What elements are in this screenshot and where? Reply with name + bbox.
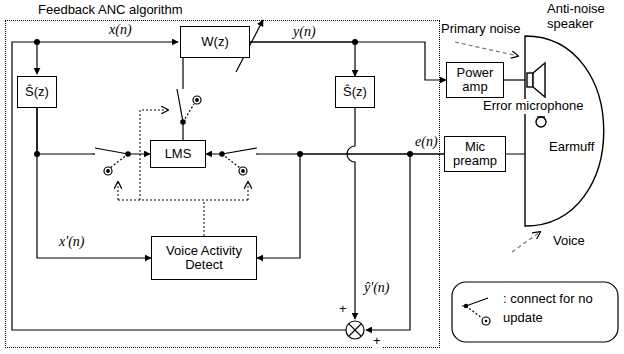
- signal-connector: [37, 108, 150, 154]
- earmuff-illustration: [525, 36, 604, 226]
- switch-symbols: [92, 86, 259, 175]
- algorithm-region: Feedback ANC algorithmW(z)Ŝ(z)LMSŜ(z)Voi…: [5, 20, 440, 348]
- annotation-label: Earmuff: [548, 140, 595, 155]
- legend-frame: [452, 282, 618, 342]
- annotation-label: Anti-noise speaker: [546, 2, 622, 32]
- signal-connector: [37, 108, 151, 258]
- process-box: Ŝ(z): [17, 76, 57, 108]
- process-box: W(z): [180, 26, 250, 58]
- legend-text: : connect for no update: [502, 290, 616, 328]
- signal-connector: [250, 42, 446, 80]
- signal-name: ŷ'(n): [363, 280, 391, 296]
- box-label: Power amp: [447, 66, 503, 95]
- region-heading: Feedback ANC algorithm: [38, 2, 183, 17]
- box-label: Voice Activity Detect: [152, 244, 256, 273]
- signal-name: y(n): [292, 24, 317, 40]
- box-label: LMS: [165, 147, 192, 161]
- process-box: Mic preamp: [444, 136, 506, 172]
- box-label: W(z): [201, 35, 228, 49]
- box-label: Mic preamp: [445, 140, 505, 169]
- annotation-label: +: [338, 302, 348, 317]
- signal-name: e(n): [414, 134, 439, 150]
- process-box: Ŝ(z): [335, 76, 375, 108]
- annotation-label: Primary noise: [440, 22, 521, 37]
- annotation-label: +: [372, 334, 382, 349]
- control-lines: [118, 110, 248, 236]
- signal-connector: [257, 154, 444, 258]
- signal-connector: [250, 42, 355, 76]
- process-box: Power amp: [446, 62, 504, 98]
- process-box: LMS: [150, 140, 206, 168]
- process-box: Voice Activity Detect: [151, 236, 257, 280]
- signal-name: x(n): [108, 22, 133, 38]
- annotation-label: Voice: [552, 234, 586, 249]
- annotation-label: Error microphone: [482, 99, 584, 114]
- sum-junction: [346, 321, 364, 339]
- signal-name: x'(n): [58, 234, 86, 250]
- box-label: Ŝ(z): [343, 85, 367, 99]
- box-label: Ŝ(z): [25, 85, 49, 99]
